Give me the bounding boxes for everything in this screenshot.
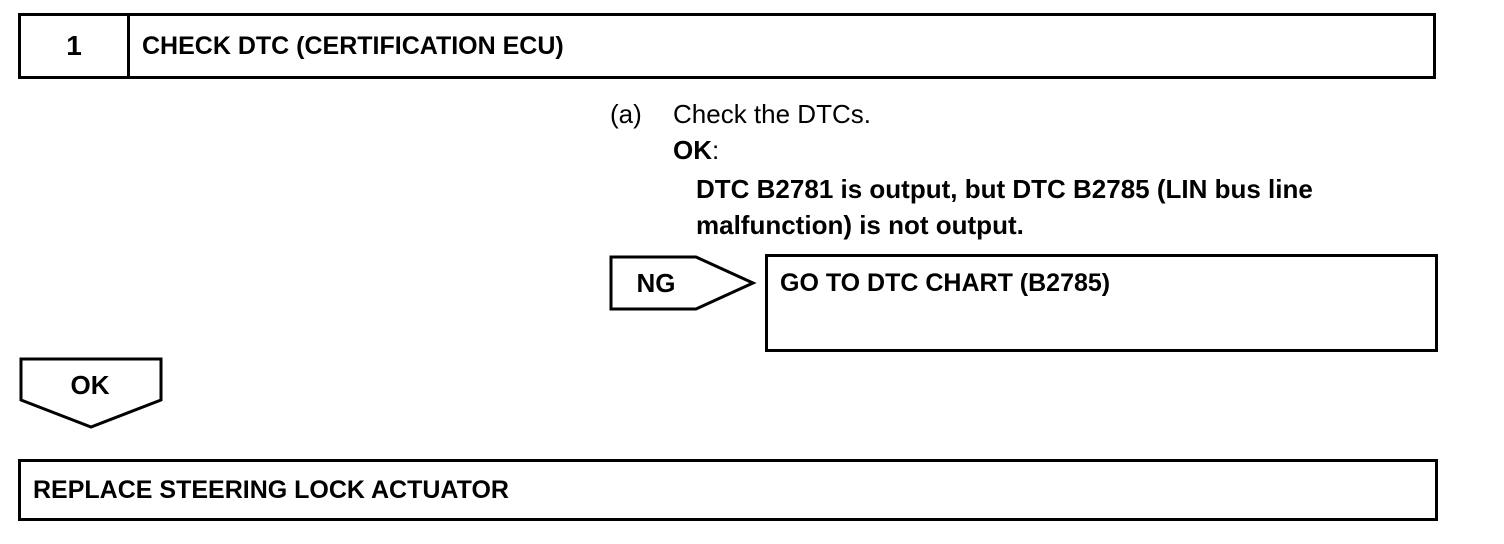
ok-arrow-label: OK <box>70 370 110 400</box>
ok-criteria-label-text: OK <box>673 135 712 165</box>
final-action-box: REPLACE STEERING LOCK ACTUATOR <box>18 459 1438 521</box>
ng-arrow-label: NG <box>636 268 676 298</box>
ok-criteria-label: OK: <box>673 135 719 166</box>
instruction-text: Check the DTCs. <box>673 99 871 129</box>
ok-arrow-shape <box>19 357 163 429</box>
instruction-marker: (a) <box>610 99 642 129</box>
step-header: 1 CHECK DTC (CERTIFICATION ECU) <box>18 13 1436 79</box>
step-title: CHECK DTC (CERTIFICATION ECU) <box>142 31 564 60</box>
ng-result-text: GO TO DTC CHART (B2785) <box>780 269 1111 297</box>
ng-result-box: GO TO DTC CHART (B2785) <box>765 254 1438 352</box>
step-number: 1 <box>21 16 130 76</box>
ng-arrow-shape <box>609 255 757 311</box>
ok-criteria-text: DTC B2781 is output, but DTC B2785 (LIN … <box>696 174 1313 240</box>
ok-criteria-colon: : <box>712 135 720 165</box>
